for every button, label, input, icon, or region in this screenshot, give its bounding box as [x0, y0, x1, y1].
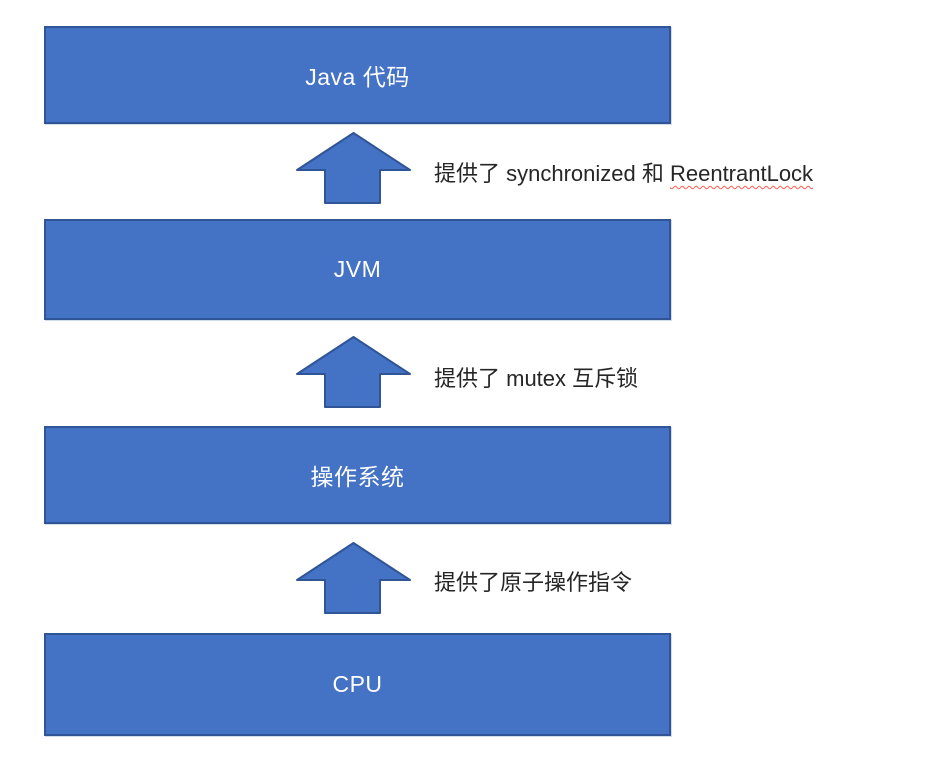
layer-box-os: 操作系统 [44, 426, 671, 524]
annotation-atomic-instructions: 提供了原子操作指令 [434, 565, 632, 597]
layer-label: JVM [333, 256, 382, 282]
layer-box-jvm: JVM [44, 219, 671, 320]
layer-label: 操作系统 [310, 464, 405, 490]
annotation-text: 提供了原子操作指令 [434, 570, 633, 595]
layer-label: Java 代码 [305, 64, 410, 90]
annotation-text-spellchecked: ReentrantLock [669, 161, 814, 186]
annotation-java-locks: 提供了 synchronized 和 ReentrantLock [434, 156, 813, 188]
annotation-text: 提供了 mutex 互斥锁 [434, 366, 639, 391]
annotation-text: 提供了 synchronized 和 [434, 161, 670, 186]
layer-label: CPU [332, 671, 383, 697]
layer-box-cpu: CPU [44, 633, 671, 736]
annotation-mutex: 提供了 mutex 互斥锁 [434, 361, 638, 393]
up-arrow-icon [296, 336, 411, 408]
up-arrow-icon [296, 542, 411, 614]
up-arrow-icon [296, 132, 411, 204]
layer-box-java-code: Java 代码 [44, 26, 671, 124]
